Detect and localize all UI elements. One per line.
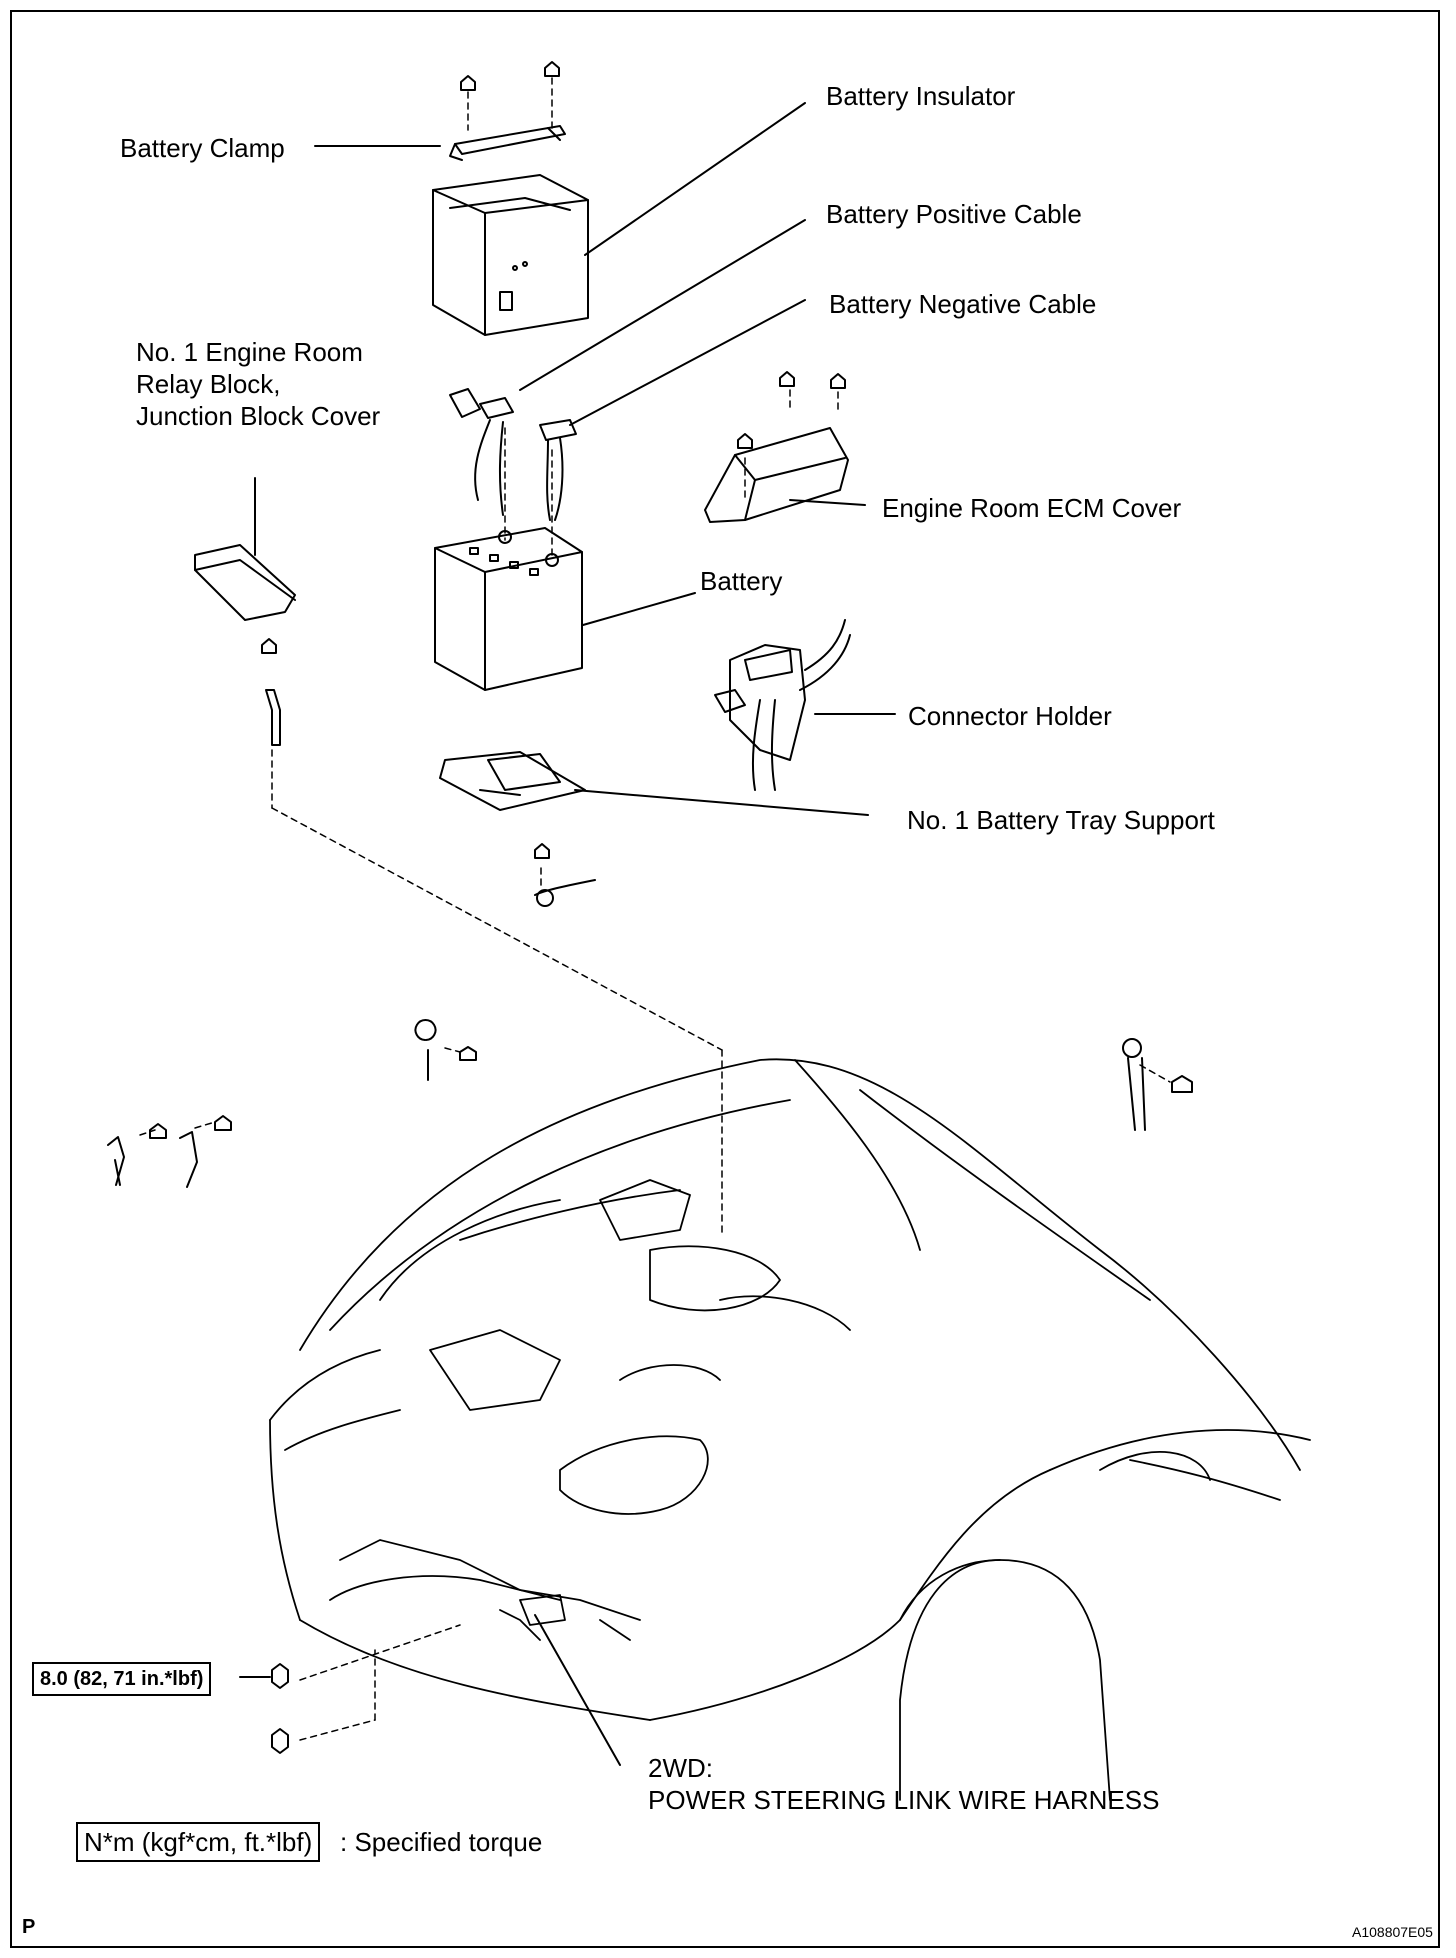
connector-holder-part [714, 619, 851, 791]
label-battery-insulator: Battery Insulator [826, 81, 1016, 111]
ecm-cover-part [704, 371, 849, 523]
battery-clamp-part [449, 61, 566, 161]
label-battery-positive-cable: Battery Positive Cable [826, 199, 1082, 229]
battery-cables-part [449, 388, 577, 521]
torque-spec-box: 8.0 (82, 71 in.*lbf) [32, 1662, 212, 1696]
label-power-steering-harness: 2WD: POWER STEERING LINK WIRE HARNESS [648, 1753, 1160, 1815]
label-battery-clamp: Battery Clamp [120, 133, 285, 163]
battery-insulator-part [432, 174, 589, 336]
figure-code: A108807E05 [1352, 1924, 1433, 1940]
relay-block-cover-part [194, 544, 296, 746]
leader-lines [239, 102, 896, 1766]
label-battery: Battery [700, 566, 783, 596]
diagram-frame [10, 10, 1440, 1948]
loose-terminals-part [107, 1019, 1193, 1188]
page-mark: P [22, 1916, 36, 1938]
label-connector-holder: Connector Holder [908, 701, 1112, 731]
torque-bolt-part [271, 1663, 289, 1754]
label-battery-tray-support: No. 1 Battery Tray Support [907, 805, 1215, 835]
assembly-dashed-lines [139, 77, 1171, 1741]
battery-tray-support-part [439, 751, 596, 907]
label-relay-block-cover: No. 1 Engine Room Relay Block, Junction … [136, 337, 381, 431]
legend-text: : Specified torque [340, 1827, 543, 1857]
label-engine-room-ecm-cover: Engine Room ECM Cover [882, 493, 1182, 523]
label-battery-negative-cable: Battery Negative Cable [829, 289, 1097, 319]
legend-unit-box: N*m (kgf*cm, ft.*lbf) [76, 1822, 321, 1862]
car-illustration [269, 1058, 1311, 1801]
battery-part [434, 527, 583, 691]
